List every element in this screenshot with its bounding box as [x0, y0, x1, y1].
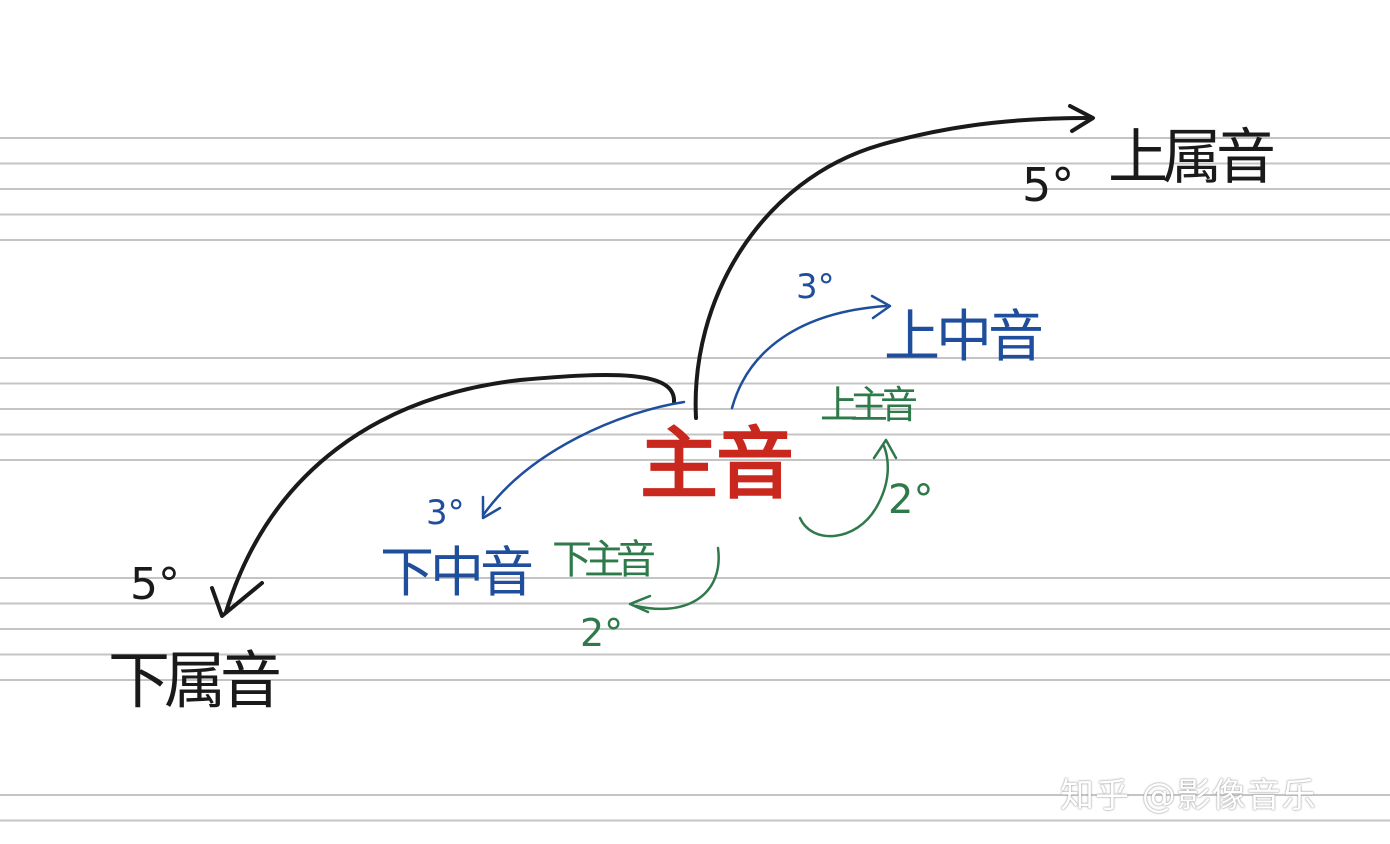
arrowhead-submediant	[481, 495, 502, 520]
subdominant-label: 下属音	[108, 644, 282, 717]
arrowhead-dominant	[1068, 104, 1095, 133]
leading-tone-interval: 2°	[580, 611, 624, 655]
dominant-label: 上属音	[1108, 123, 1276, 193]
supertonic-interval: 2°	[888, 477, 934, 523]
arrowhead-subdominant	[210, 581, 264, 618]
leading-tone-label: 下主音	[552, 537, 656, 583]
submediant-label: 下中音	[380, 541, 534, 604]
arrow-tonic-to-submediant	[482, 400, 686, 516]
arrow-tonic-to-mediant	[730, 304, 888, 410]
subdominant-interval: 5°	[130, 559, 180, 610]
arrowhead-mediant	[870, 294, 892, 320]
tonic-label: 主音	[640, 420, 794, 510]
supertonic-label: 上主音	[820, 383, 918, 427]
arrow-tonic-to-subdominant	[224, 373, 677, 614]
arrow-tonic-to-supertonic	[798, 444, 889, 538]
mediant-interval: 3°	[796, 267, 835, 307]
watermark: 知乎 @影像音乐	[1060, 776, 1317, 816]
staff-lines	[0, 137, 1390, 822]
mediant-label: 上中音	[884, 305, 1044, 370]
dominant-interval: 5°	[1022, 158, 1075, 212]
arrowhead-leading-tone	[628, 594, 652, 614]
submediant-interval: 3°	[426, 493, 465, 533]
arrow-tonic-to-dominant	[693, 116, 1092, 420]
arrow-tonic-to-leading-tone	[634, 546, 720, 611]
arrowhead-supertonic	[872, 438, 898, 460]
